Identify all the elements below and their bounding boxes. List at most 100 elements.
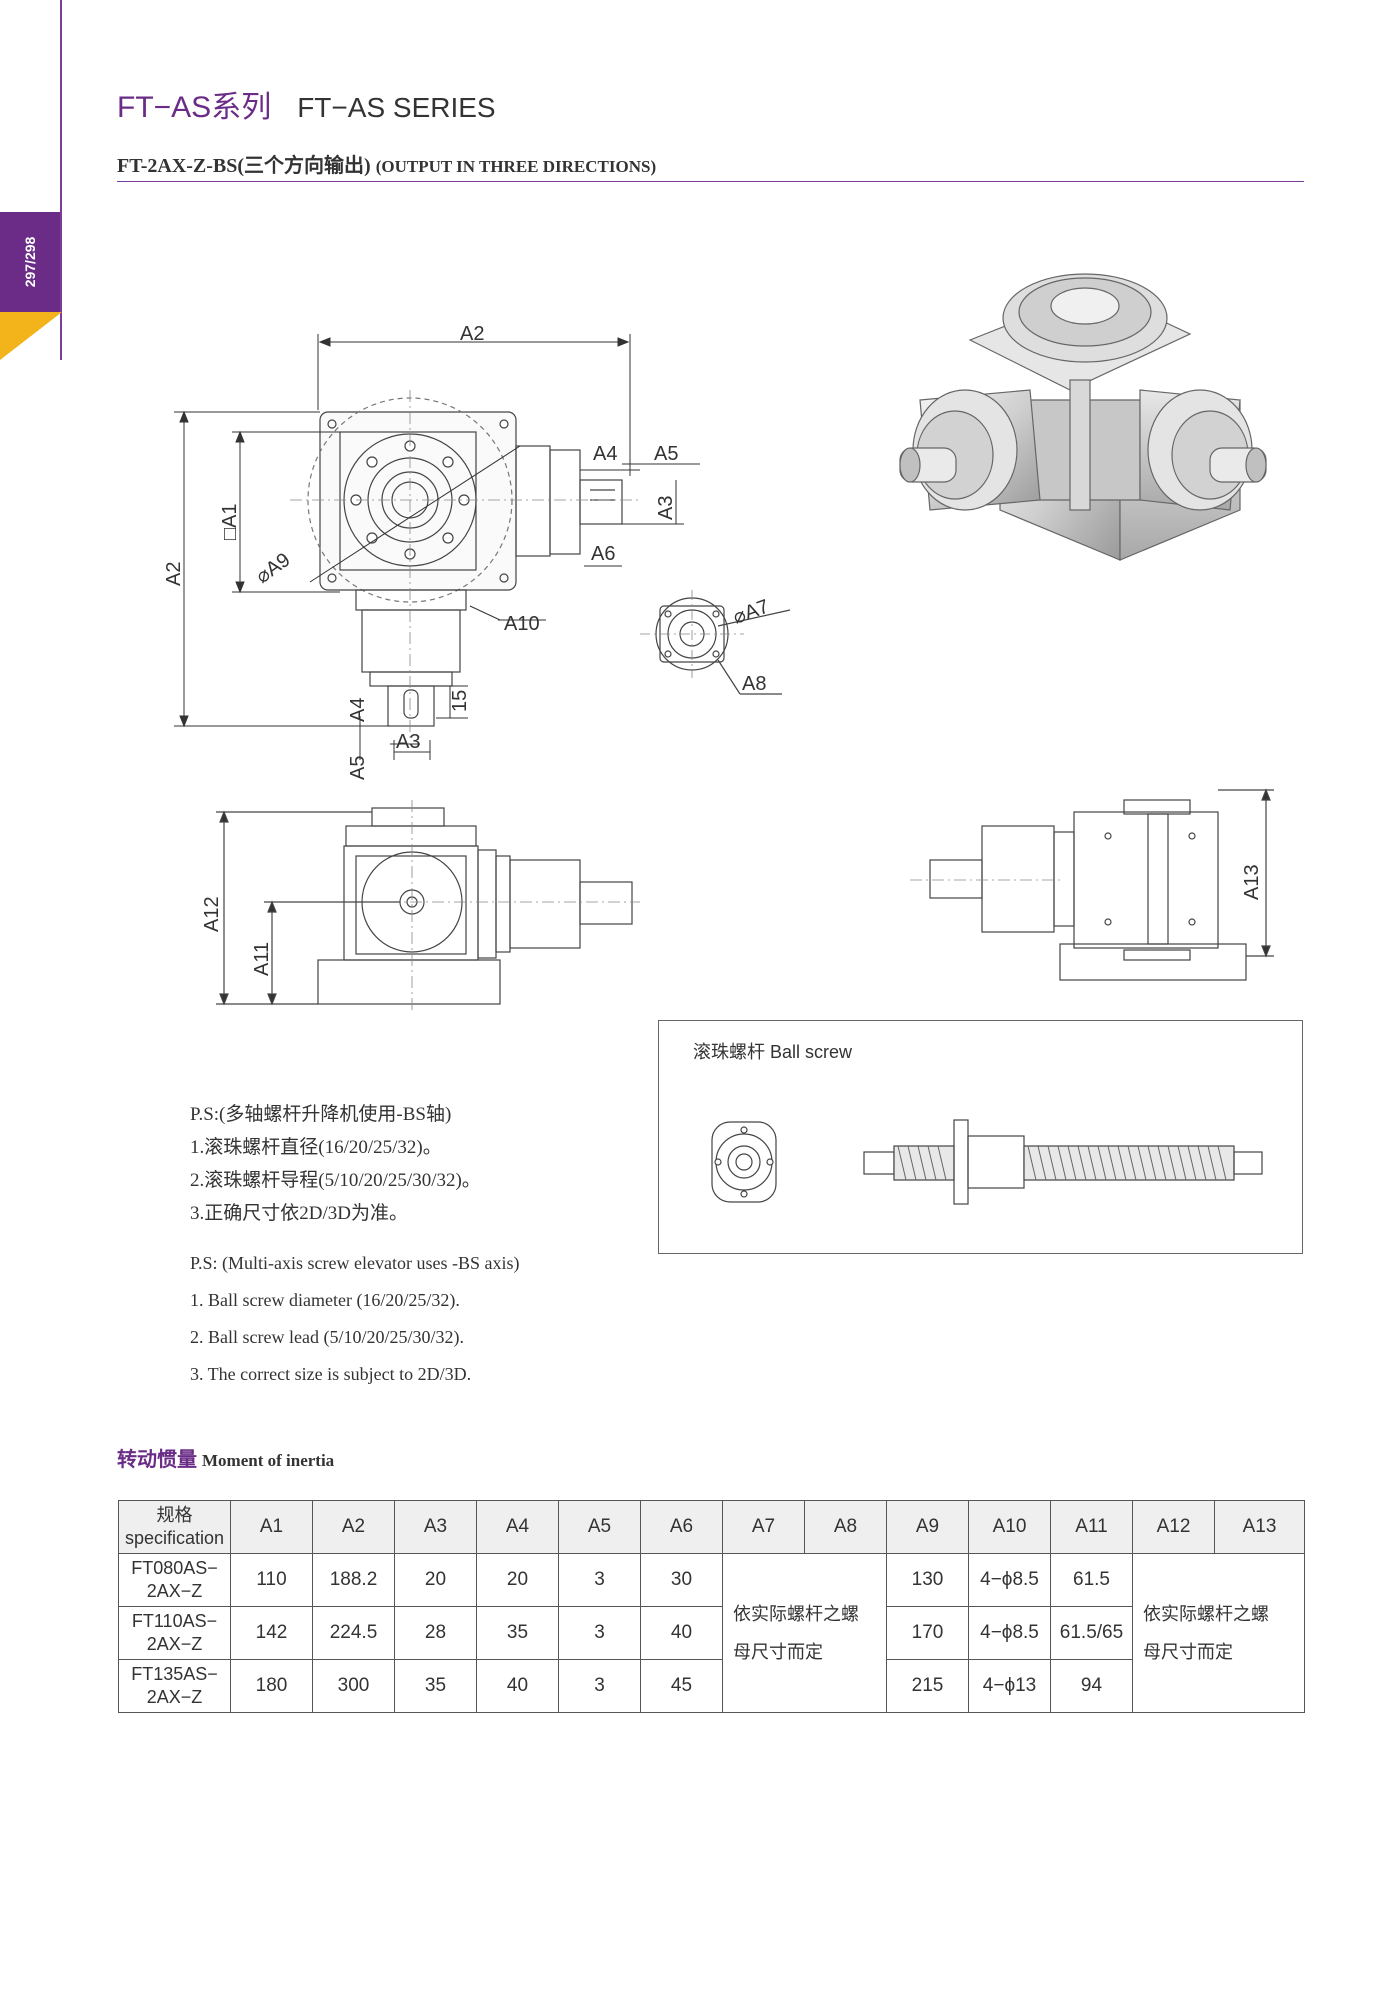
row2-a11: 94 <box>1050 1659 1133 1713</box>
dim-a5-right: A5 <box>654 443 678 465</box>
table-row: FT135AS−2AX−Z 180 300 35 40 3 45 215 4−ϕ… <box>118 1659 1305 1713</box>
row0-a6: 30 <box>640 1553 723 1607</box>
row1-spec: FT110AS−2AX−Z <box>118 1606 231 1660</box>
row1-a6: 40 <box>640 1606 723 1660</box>
note-en-0: P.S: (Multi-axis screw elevator uses -BS… <box>190 1253 520 1273</box>
row1-a1: 142 <box>230 1606 313 1660</box>
dim-a13: A13 <box>1241 864 1263 900</box>
row0-a1: 110 <box>230 1553 313 1607</box>
row0-a10: 4−ϕ8.5 <box>968 1553 1051 1607</box>
ball-screw-panel <box>658 1020 1303 1254</box>
technical-drawing: A2 A2 □A1 ⌀A9 A4 A5 A3 A6 A10 A4 15 A3 A… <box>163 273 1274 1010</box>
dim-a5-bottom: A5 <box>347 756 369 780</box>
front-view-dimensions <box>174 334 700 760</box>
dim-a3-bottom: A3 <box>396 731 420 753</box>
row0-a11: 61.5 <box>1050 1553 1133 1607</box>
row2-spec: FT135AS−2AX−Z <box>118 1659 231 1713</box>
row2-a4: 40 <box>476 1659 559 1713</box>
dim-a10: A10 <box>504 613 540 635</box>
inertia-title-cn: 转动惯量 <box>117 1449 197 1471</box>
page-number-tab: 297/298 <box>0 212 60 312</box>
header-a7: A7 <box>722 1500 805 1554</box>
header-a9: A9 <box>886 1500 969 1554</box>
merged-a7-a8: 依实际螺杆之螺母尺寸而定 <box>722 1553 887 1713</box>
header-a13: A13 <box>1214 1500 1305 1554</box>
dim-a3-right: A3 <box>655 496 677 520</box>
title-cn: FT−AS系列 <box>117 91 272 124</box>
page-subtitle: FT-2AX-Z-BS(三个方向输出) (OUTPUT IN THREE DIR… <box>117 149 656 178</box>
notes-chinese: P.S:(多轴螺杆升降机使用-BS轴) 1.滚珠螺杆直径(16/20/25/32… <box>190 1098 481 1230</box>
row1-a10: 4−ϕ8.5 <box>968 1606 1051 1660</box>
dim-a12: A12 <box>201 896 223 932</box>
row0-spec: FT080AS−2AX−Z <box>118 1553 231 1607</box>
row1-a3: 28 <box>394 1606 477 1660</box>
header-a6: A6 <box>640 1500 723 1554</box>
dim-a4-bottom: A4 <box>347 698 369 722</box>
side-accent-wedge <box>0 312 62 360</box>
header-a5: A5 <box>558 1500 641 1554</box>
header-a2: A2 <box>312 1500 395 1554</box>
side-view-right <box>910 788 1274 981</box>
row1-a5: 3 <box>558 1606 641 1660</box>
header-a12: A12 <box>1132 1500 1215 1554</box>
dim-15: 15 <box>449 690 471 712</box>
header-a3: A3 <box>394 1500 477 1554</box>
row2-a10: 4−ϕ13 <box>968 1659 1051 1713</box>
row2-a2: 300 <box>312 1659 395 1713</box>
row0-a3: 20 <box>394 1553 477 1607</box>
table-row: FT110AS−2AX−Z 142 224.5 28 35 3 40 170 4… <box>118 1606 1305 1660</box>
dim-a9: ⌀A9 <box>252 549 294 588</box>
subtitle-en: (OUTPUT IN THREE DIRECTIONS) <box>375 157 657 176</box>
dim-a7: ⌀A7 <box>730 596 772 629</box>
row1-a2: 224.5 <box>312 1606 395 1660</box>
note-en-2: 2. Ball screw lead (5/10/20/25/30/32). <box>190 1327 464 1347</box>
table-row: FT080AS−2AX−Z 110 188.2 20 20 3 30 依实际螺杆… <box>118 1553 1305 1713</box>
row2-a5: 3 <box>558 1659 641 1713</box>
dim-a1: □A1 <box>219 503 241 540</box>
flange-detail <box>640 590 791 695</box>
header-rule <box>117 181 1304 182</box>
row0-a9: 130 <box>886 1553 969 1607</box>
notes-english: P.S: (Multi-axis screw elevator uses -BS… <box>190 1245 519 1393</box>
row1-a9: 170 <box>886 1606 969 1660</box>
dim-a11: A11 <box>251 942 273 976</box>
row1-a4: 35 <box>476 1606 559 1660</box>
dim-a6: A6 <box>591 543 615 565</box>
inertia-title-en: Moment of inertia <box>202 1451 335 1470</box>
note-cn-1: 1.滚珠螺杆直径(16/20/25/32)。 <box>190 1137 442 1158</box>
row2-a1: 180 <box>230 1659 313 1713</box>
header-a11: A11 <box>1050 1500 1133 1554</box>
note-en-3: 3. The correct size is subject to 2D/3D. <box>190 1364 472 1384</box>
row2-a9: 215 <box>886 1659 969 1713</box>
header-a10: A10 <box>968 1500 1051 1554</box>
isometric-render <box>899 273 1267 561</box>
row2-a6: 45 <box>640 1659 723 1713</box>
side-divider-line <box>60 0 62 360</box>
header-a1: A1 <box>230 1500 313 1554</box>
ball-screw-drawing <box>711 1119 1263 1205</box>
row0-a2: 188.2 <box>312 1553 395 1607</box>
subtitle-model: FT-2AX-Z-BS(三个方向输出) <box>117 155 371 177</box>
row1-a11: 61.5/65 <box>1050 1606 1133 1660</box>
row0-a4: 20 <box>476 1553 559 1607</box>
dim-a2-left: A2 <box>163 562 185 586</box>
page-title: FT−AS系列 FT−AS SERIES <box>117 82 496 126</box>
ball-screw-label: 滚珠螺杆 Ball screw <box>693 1042 853 1062</box>
note-en-1: 1. Ball screw diameter (16/20/25/32). <box>190 1290 460 1310</box>
side-view-left <box>216 800 640 1010</box>
dim-a8: A8 <box>742 673 766 695</box>
header-a8: A8 <box>804 1500 887 1554</box>
title-en: FT−AS SERIES <box>297 92 496 123</box>
row0-a5: 3 <box>558 1553 641 1607</box>
merged-a12-a13: 依实际螺杆之螺母尺寸而定 <box>1132 1553 1305 1713</box>
dim-a2-top: A2 <box>460 323 484 345</box>
header-a4: A4 <box>476 1500 559 1554</box>
inertia-heading: 转动惯量 Moment of inertia <box>117 1443 334 1472</box>
note-cn-2: 2.滚珠螺杆导程(5/10/20/25/30/32)。 <box>190 1170 481 1191</box>
note-cn-0: P.S:(多轴螺杆升降机使用-BS轴) <box>190 1104 452 1125</box>
note-cn-3: 3.正确尺寸依2D/3D为准。 <box>190 1203 408 1224</box>
front-view <box>290 390 640 740</box>
